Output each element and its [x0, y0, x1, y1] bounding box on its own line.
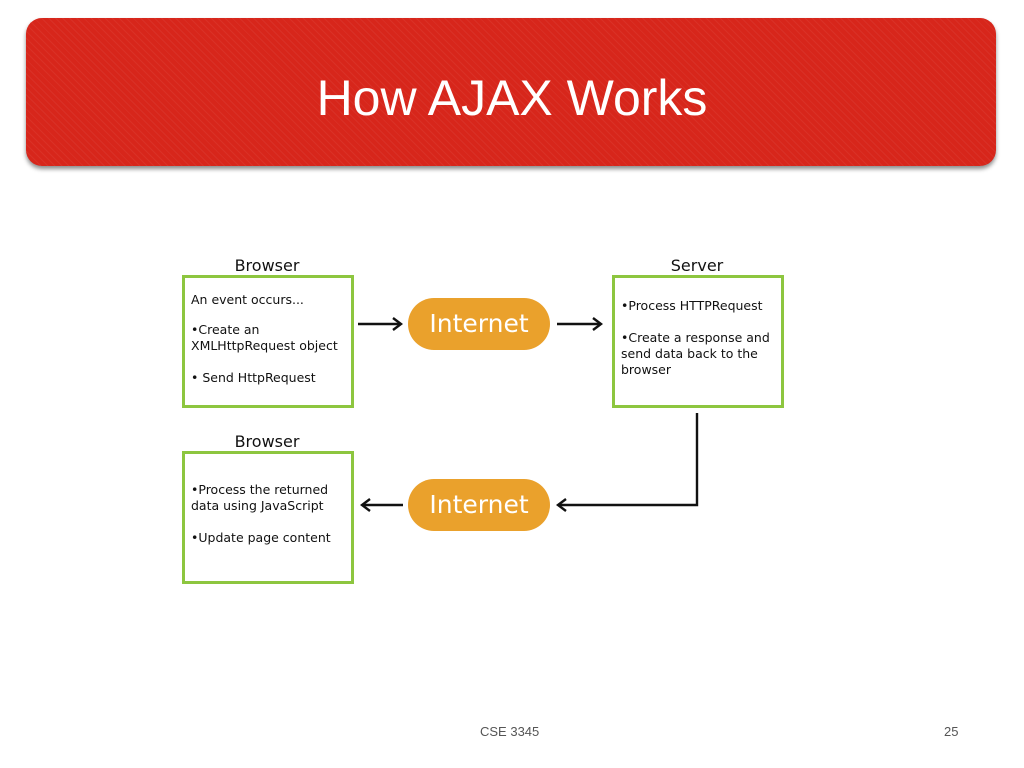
internet-top-pill: Internet — [408, 298, 550, 350]
browser-top-label: Browser — [234, 256, 300, 275]
internet-bottom-pill: Internet — [408, 479, 550, 531]
browser-bottom-label: Browser — [234, 432, 300, 451]
arrow-internet-to-server-head — [592, 317, 603, 331]
server-line-2: •Create a response and send data back to… — [621, 330, 770, 377]
server-line-1: •Process HTTPRequest — [621, 298, 763, 313]
browser-bottom-line-2: •Update page content — [191, 530, 331, 545]
footer-course: CSE 3345 — [480, 724, 540, 739]
title-banner — [26, 18, 996, 166]
footer-page-number: 25 — [944, 724, 959, 739]
server-label: Server — [670, 256, 724, 275]
browser-top-line-2: •Create an XMLHttpRequest object — [191, 322, 338, 353]
slide-title: How AJAX Works — [316, 70, 708, 126]
arrow-server-to-internet-head — [556, 498, 567, 512]
arrow-internet-to-browser-head — [360, 498, 371, 512]
browser-top-box: An event occurs... •Create an XMLHttpReq… — [182, 275, 354, 408]
browser-bottom-line-1: •Process the returned data using JavaScr… — [191, 482, 329, 513]
arrow-browser-to-internet-head — [392, 317, 403, 331]
browser-bottom-box: •Process the returned data using JavaScr… — [182, 451, 354, 584]
server-box: •Process HTTPRequest •Create a response … — [612, 275, 784, 408]
arrow-server-to-internet — [558, 413, 699, 507]
browser-top-line-3: • Send HttpRequest — [191, 370, 316, 385]
browser-top-line-1: An event occurs... — [191, 292, 304, 307]
